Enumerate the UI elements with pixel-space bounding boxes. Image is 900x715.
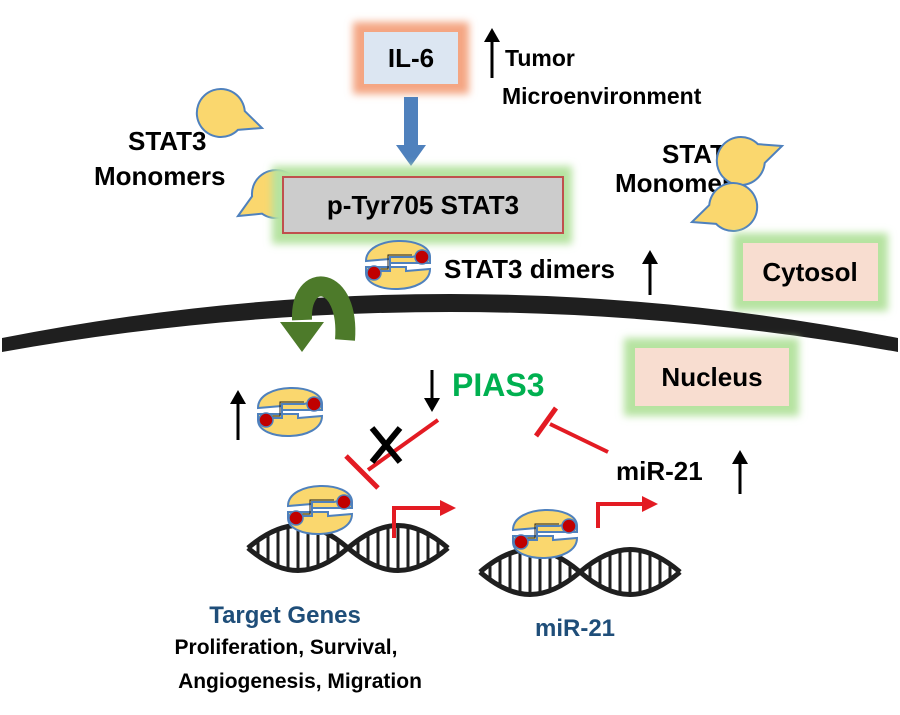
up-arrow-icon	[230, 390, 246, 440]
tumor-label: Tumor	[505, 45, 575, 71]
p-tyr705-stat3-box: p-Tyr705 STAT3	[272, 166, 572, 244]
stat3-dimer-icon	[287, 484, 353, 536]
target-functions-line1: Proliferation, Survival,	[175, 636, 398, 659]
pias3-label: PIAS3	[452, 367, 544, 403]
p-tyr705-stat3-label: p-Tyr705 STAT3	[327, 190, 519, 220]
stat3-monomers-left-line2: Monomers	[94, 161, 225, 191]
nuclear-membrane	[2, 294, 898, 352]
microenvironment-label: Microenvironment	[502, 83, 702, 109]
stat3-dimer-icon	[512, 508, 578, 560]
up-arrow-icon	[732, 450, 748, 494]
down-arrow-icon	[424, 370, 440, 412]
mir21-inhibition-line	[533, 406, 609, 454]
stat3-dimers-label: STAT3 dimers	[444, 254, 615, 284]
transcription-arrow-icon	[596, 496, 658, 528]
stat3-monomers-left-line1: STAT3	[128, 126, 206, 156]
pias3-inhibition-line	[344, 418, 440, 490]
mir21-label: miR-21	[616, 456, 703, 486]
cross-icon	[369, 426, 403, 464]
up-arrow-icon	[484, 28, 500, 78]
mir21-gene-label: miR-21	[535, 615, 615, 642]
cytosol-label: Cytosol	[762, 257, 857, 287]
target-genes-label: Target Genes	[209, 602, 361, 629]
dna-helix-icon	[480, 550, 680, 595]
target-functions-line2: Angiogenesis, Migration	[178, 670, 422, 693]
blue-down-arrow-icon	[396, 97, 426, 166]
green-curved-arrow-icon	[280, 276, 356, 352]
stat3-dimer-icon	[257, 386, 323, 438]
il6-label: IL-6	[388, 43, 434, 73]
il6-box: IL-6	[353, 22, 469, 94]
up-arrow-icon	[642, 250, 658, 295]
nucleus-label: Nucleus	[661, 362, 762, 392]
transcription-arrow-icon	[392, 500, 456, 538]
nucleus-box: Nucleus	[624, 338, 799, 416]
dna-helix-icon	[248, 526, 448, 571]
cytosol-box: Cytosol	[733, 233, 888, 311]
stat3-dimer-icon	[365, 239, 431, 291]
